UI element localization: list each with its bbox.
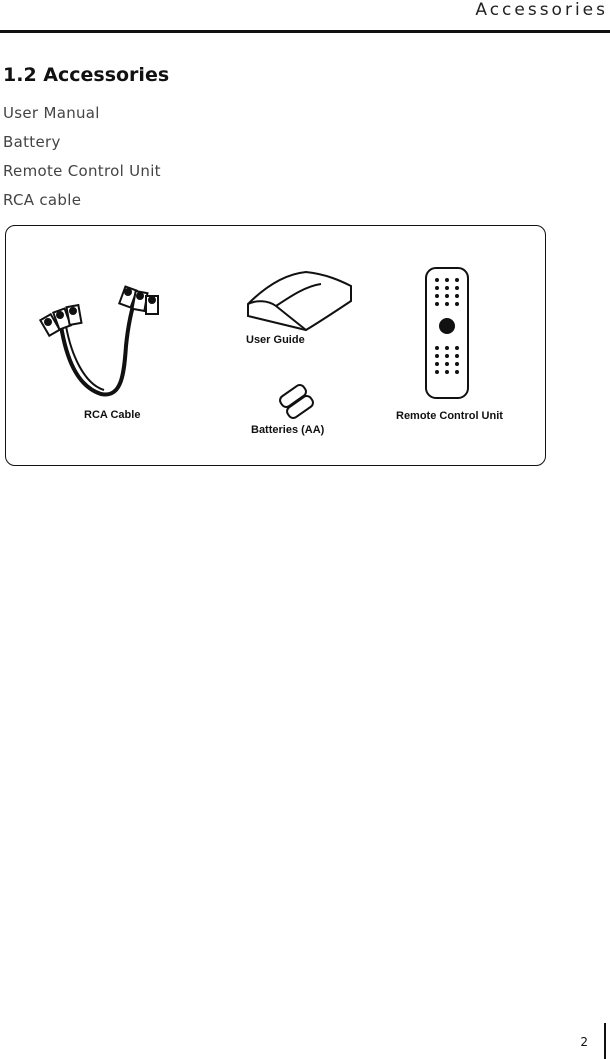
accessories-illustration xyxy=(38,267,469,419)
rca-cable-label: RCA Cable xyxy=(84,409,141,421)
user-guide-icon xyxy=(247,270,352,332)
page-number-rule xyxy=(604,1023,606,1059)
list-item: User Manual xyxy=(3,104,100,122)
accessory-list: User Manual Battery Remote Control Unit … xyxy=(3,103,161,219)
page-number: 2 xyxy=(580,1035,588,1049)
remote-control-icon xyxy=(425,267,469,399)
running-header-title: Accessories xyxy=(475,0,608,20)
list-item: Remote Control Unit xyxy=(3,162,161,180)
section-heading: 1.2 Accessories xyxy=(3,64,170,86)
list-item: RCA cable xyxy=(3,191,82,209)
batteries-icon xyxy=(279,384,314,419)
remote-control-label: Remote Control Unit xyxy=(396,410,503,422)
rca-cable-icon xyxy=(38,285,159,397)
batteries-label: Batteries (AA) xyxy=(251,424,325,436)
user-guide-label: User Guide xyxy=(246,334,305,346)
header-divider xyxy=(0,30,610,33)
accessories-figure: RCA Cable User Guide Batteries (AA) Remo… xyxy=(5,225,546,466)
list-item: Battery xyxy=(3,133,61,151)
